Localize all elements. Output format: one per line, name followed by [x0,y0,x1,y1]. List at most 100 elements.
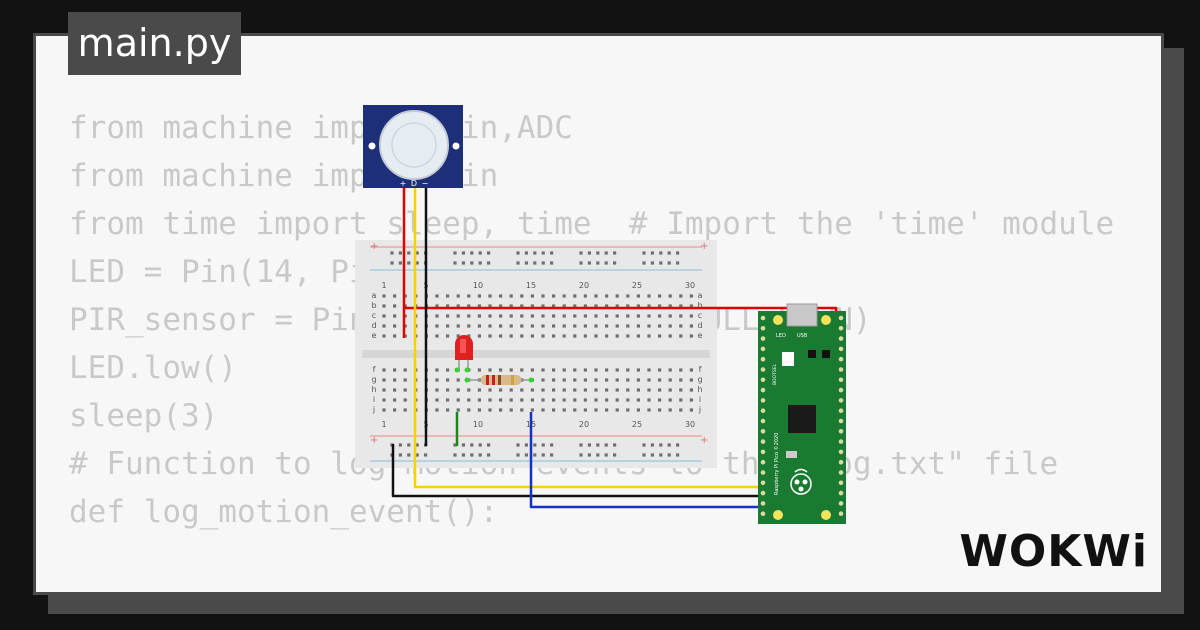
row-letter: g [371,375,376,384]
pico-pin[interactable] [760,408,766,414]
breadboard-hole [477,388,481,392]
breadboard-hole [403,408,407,412]
pico-pin[interactable] [838,490,844,496]
pico-pin[interactable] [838,480,844,486]
breadboard-hole [583,334,587,338]
file-tab[interactable]: main.py [68,12,241,75]
column-number: 1 [381,281,386,290]
pico-pin[interactable] [838,418,844,424]
pico-pin[interactable] [838,367,844,372]
breadboard-hole [594,388,598,392]
breadboard-hole [636,314,640,318]
breadboard-hole [524,453,528,457]
breadboard-hole [587,261,591,265]
pico-pin[interactable] [838,449,844,455]
raspberry-pi-pico[interactable]: LED USB BOOTSEL Raspberry Pi Pico ©2020 [758,303,846,524]
breadboard-hole [583,398,587,402]
column-number: 1 [381,420,386,429]
resistor-band [492,375,495,385]
breadboard-hole [550,261,554,265]
pico-pin[interactable] [838,346,844,352]
breadboard-hole [658,334,662,338]
breadboard-hole [604,453,608,457]
breadboard-hole [446,368,450,372]
breadboard-hole [647,324,651,328]
pico-pin[interactable] [760,511,766,516]
chip [822,350,830,358]
pico-pin[interactable] [760,387,766,393]
rp2040-chip [788,405,816,433]
column-number: 25 [632,281,642,290]
pico-pin[interactable] [760,449,766,455]
breadboard-hole [596,251,600,255]
breadboard-hole [446,388,450,392]
breadboard-hole [636,368,640,372]
breadboard-hole [407,453,411,457]
pico-led-label: LED [776,333,786,339]
pir-dome [379,110,449,180]
pico-pin[interactable] [760,315,766,321]
row-letter: a [698,291,703,300]
breadboard-hole [605,368,609,372]
pico-pin[interactable] [760,356,766,362]
pico-pins [760,315,844,516]
breadboard-hole [667,261,671,265]
pico-pin[interactable] [760,377,766,383]
breadboard-hole [626,378,630,382]
breadboard-hole [689,378,693,382]
pico-pin[interactable] [838,470,844,475]
pico-pin[interactable] [838,459,844,465]
pico-pin[interactable] [760,429,766,434]
resistor[interactable] [464,375,534,385]
wire-black-gnd-pico[interactable] [391,444,765,498]
pico-pin[interactable] [838,315,844,321]
pico-pin[interactable] [838,336,844,341]
pico-pin[interactable] [760,326,766,331]
pico-pin[interactable] [760,439,766,444]
red-led[interactable] [454,335,474,373]
pico-pin[interactable] [760,346,766,352]
code-line: def log_motion_event(): [69,494,499,530]
breadboard[interactable]: + + + + 1 5 10 15 20 25 30 1 5 10 15 20 … [355,240,717,468]
breadboard-hole [488,294,492,298]
wire-yellow-signal[interactable] [413,188,765,489]
pico-pin[interactable] [760,470,766,475]
pico-pin[interactable] [760,459,766,465]
pico-pin[interactable] [838,511,844,516]
pico-pin[interactable] [838,439,844,444]
pico-pin[interactable] [760,490,766,496]
pico-pin[interactable] [760,336,766,341]
breadboard-hole [477,294,481,298]
pico-pin[interactable] [838,398,844,403]
breadboard-hole [509,408,513,412]
pico-pin[interactable] [838,326,844,331]
breadboard-hole [398,261,402,265]
breadboard-hole [647,398,651,402]
wire-blue-led[interactable] [529,412,765,509]
pico-pin[interactable] [838,408,844,414]
pico-pin[interactable] [760,418,766,424]
pico-pin[interactable] [838,501,844,506]
breadboard-hole [393,314,397,318]
breadboard-hole [424,453,428,457]
pir-sensor[interactable]: + D − [363,105,463,188]
pico-pin[interactable] [838,356,844,362]
breadboard-hole [499,334,503,338]
breadboard-hole [658,368,662,372]
breadboard-hole [605,388,609,392]
breadboard-hole [541,324,545,328]
pico-pin[interactable] [760,480,766,486]
pico-pin[interactable] [838,387,844,393]
pico-pin[interactable] [838,377,844,383]
breadboard-hole [499,304,503,308]
bootsel-button[interactable] [782,352,794,366]
pico-pin[interactable] [760,398,766,403]
breadboard-hole [435,324,439,328]
pico-pin[interactable] [760,367,766,372]
breadboard-hole [509,304,513,308]
breadboard-hole [626,408,630,412]
breadboard-hole [642,251,646,255]
pico-pin[interactable] [838,429,844,434]
pico-pin[interactable] [760,501,766,506]
